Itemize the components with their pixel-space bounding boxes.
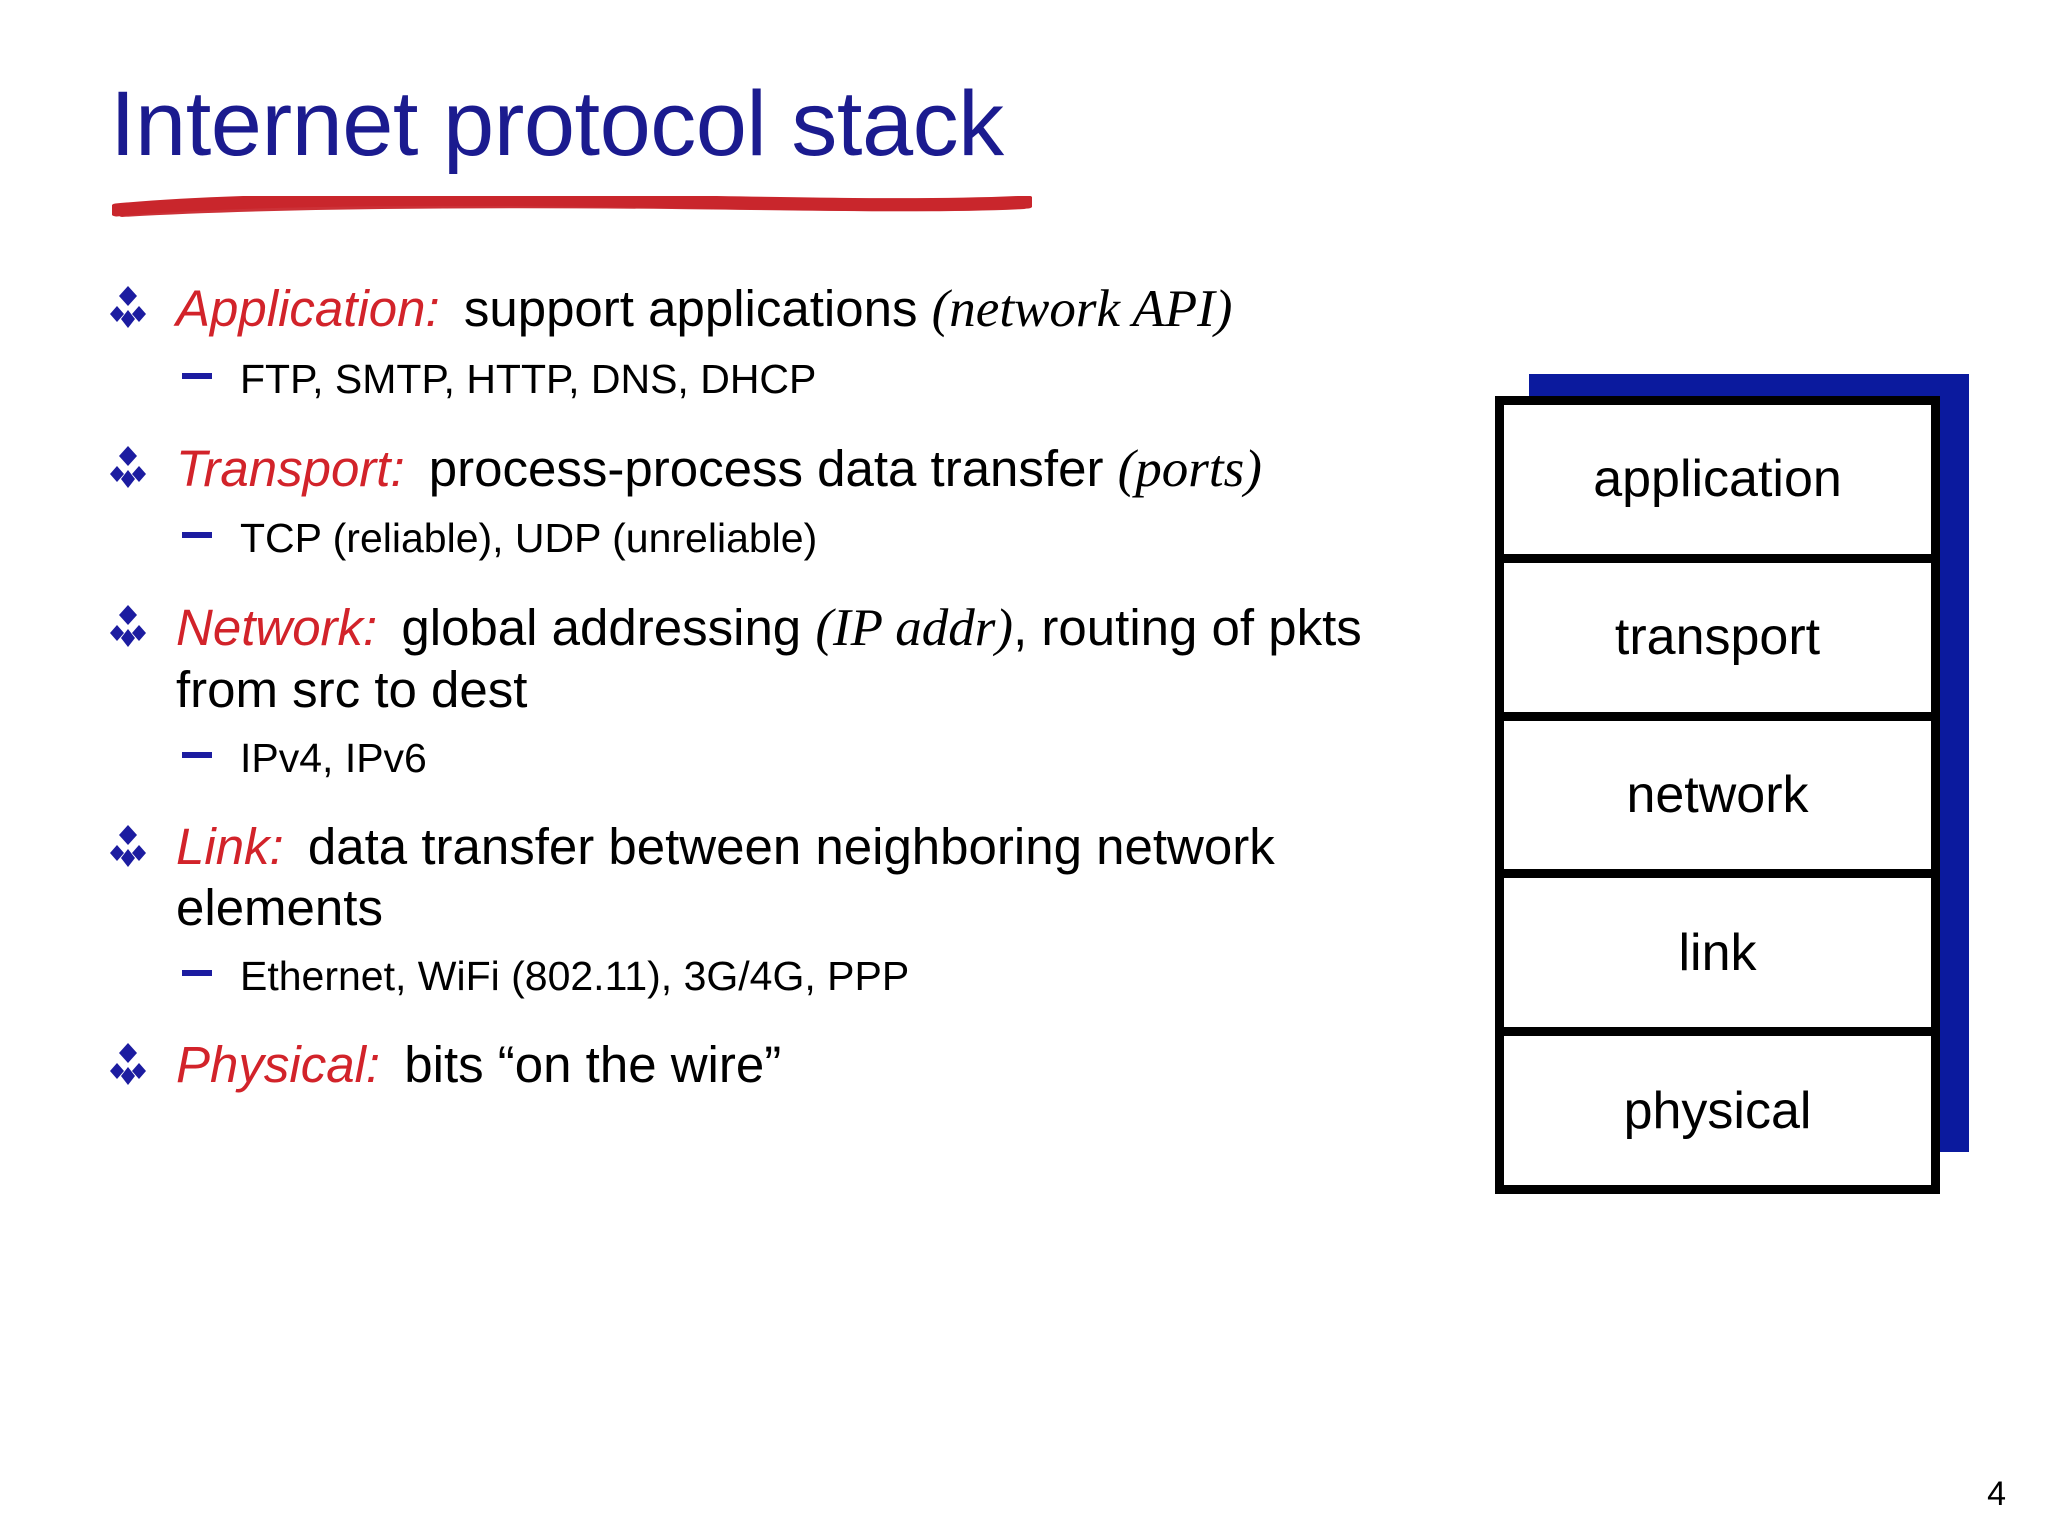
diamond-cluster-bullet-icon: [110, 825, 146, 868]
bullet-text-after: , routing of pkts from src to dest: [176, 599, 1362, 718]
page-number: 4: [1987, 1475, 2006, 1513]
dash-bullet-icon: [182, 532, 212, 539]
sub-bullet-network: IPv4, IPv6: [104, 734, 1464, 783]
bullet-text: process-process data transfer: [414, 439, 1118, 497]
dash-bullet-icon: [182, 752, 212, 759]
bullet-text: data transfer between neighboring networ…: [176, 818, 1275, 936]
stack-layer-transport: transport: [1504, 562, 1931, 721]
stack-layer-network: network: [1504, 720, 1931, 879]
stack-layer-application: application: [1504, 405, 1931, 563]
diamond-cluster-bullet-icon: [110, 1042, 146, 1085]
bullet-text: bits “on the wire”: [390, 1035, 782, 1093]
stack-layer-physical: physical: [1504, 1036, 1931, 1185]
diamond-cluster-bullet-icon: [110, 605, 146, 648]
bullet-item-link: Link: data transfer between neighboring …: [104, 817, 1464, 937]
sub-bullet-text: IPv4, IPv6: [240, 735, 427, 782]
bullet-keyword: Network:: [176, 599, 378, 657]
diamond-cluster-bullet-icon: [110, 445, 146, 488]
protocol-stack-diagram: application transport network link physi…: [1495, 374, 1969, 1194]
bullet-keyword: Transport:: [176, 439, 405, 497]
bullet-paren-note: (IP addr): [815, 599, 1014, 658]
page-title: Internet protocol stack: [110, 73, 1004, 175]
bullet-paren-note: (ports): [1117, 439, 1262, 498]
bullet-item-physical: Physical: bits “on the wire”: [104, 1035, 1464, 1095]
bullet-text: support applications: [449, 280, 932, 337]
title-underline-stroke: [112, 196, 1032, 217]
bullet-list: Application: support applications (netwo…: [104, 278, 1464, 1105]
bullet-keyword: Physical:: [176, 1035, 381, 1093]
sub-bullet-text: FTP, SMTP, HTTP, DNS, DHCP: [240, 355, 817, 402]
title-block: Internet protocol stack: [110, 78, 1510, 170]
sub-bullet-text: TCP (reliable), UDP (unreliable): [240, 515, 818, 562]
stack-layer-boxes: application transport network link physi…: [1495, 396, 1940, 1194]
dash-bullet-icon: [182, 969, 212, 976]
sub-bullet-text: Ethernet, WiFi (802.11), 3G/4G, PPP: [240, 952, 910, 999]
bullet-text: global addressing: [387, 599, 816, 657]
sub-bullet-transport: TCP (reliable), UDP (unreliable): [104, 514, 1464, 563]
diamond-cluster-bullet-icon: [110, 286, 146, 328]
bullet-item-network: Network: global addressing (IP addr), ro…: [104, 597, 1464, 720]
sub-bullet-application: FTP, SMTP, HTTP, DNS, DHCP: [104, 355, 1464, 404]
bullet-keyword: Link:: [176, 818, 284, 876]
stack-layer-link: link: [1504, 878, 1931, 1037]
sub-bullet-link: Ethernet, WiFi (802.11), 3G/4G, PPP: [104, 952, 1464, 1001]
dash-bullet-icon: [182, 372, 212, 379]
bullet-keyword: Application:: [176, 280, 440, 337]
bullet-item-transport: Transport: process-process data transfer…: [104, 438, 1464, 501]
bullet-paren-note: (network API): [931, 280, 1233, 338]
bullet-item-application: Application: support applications (netwo…: [104, 278, 1464, 341]
